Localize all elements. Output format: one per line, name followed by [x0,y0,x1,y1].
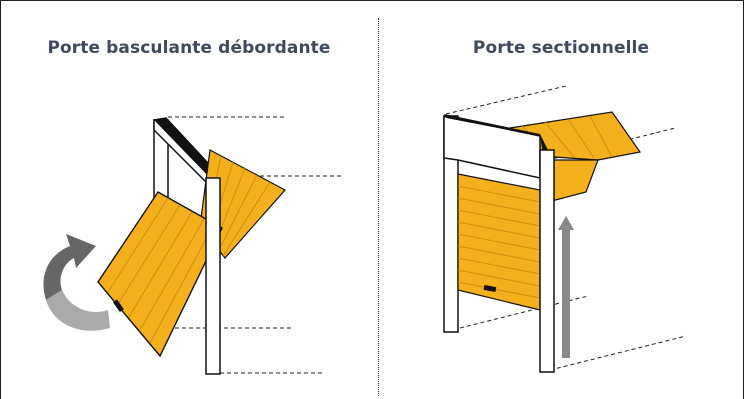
sectional-door-handle [483,284,497,292]
tilting-door-title: Porte basculante débordante [47,38,331,58]
sectional-header-top-edge [444,114,552,160]
door-main-leaf [97,191,223,358]
sectional-door-curve [547,159,599,203]
panel-tilting-door: Porte basculante débordante [47,38,331,58]
sectional-door-title: Porte sectionnelle [472,38,650,58]
right-door-frame-jamb [205,177,221,375]
door-main-leaf-lines [107,197,215,344]
right-sectional-jamb [539,149,555,373]
lift-arrow-shaft [562,228,570,358]
tilt-arrow-light-part [46,290,110,331]
lift-arrow-head [558,216,574,230]
door-header-top-edge [154,118,220,180]
panel-sectional-door: Porte sectionnelle [378,0,744,399]
panel-divider [378,18,379,396]
sectional-door-panel-lines [457,185,541,299]
tilt-arrow-dark-part [43,234,96,300]
door-handle [112,299,124,313]
tilting-door-guides [168,116,344,374]
